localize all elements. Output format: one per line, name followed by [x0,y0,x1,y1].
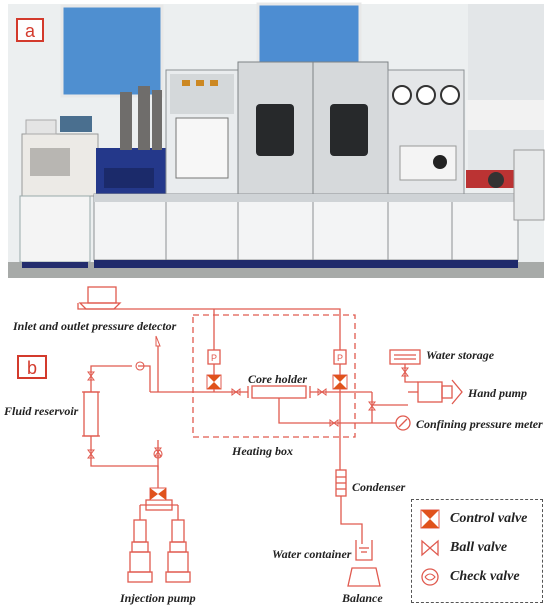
fluid-reservoir [83,391,99,437]
label-balance: Balance [342,591,383,605]
ball-valve-icon [329,419,339,427]
legend-item-check-valve: Check valve [420,566,520,588]
ball-valve-icon [317,388,327,396]
ball-valve-icon [87,449,95,459]
panel-label-a: a [16,18,44,42]
schematic [77,286,463,587]
lab-photo [8,2,545,278]
legend-label-check-valve: Check valve [450,569,520,584]
label-water-container: Water container [272,547,352,561]
label-condenser: Condenser [352,480,406,494]
check-valve-icon [135,361,145,371]
injection-pump [127,519,153,583]
control-valve-icon [149,487,167,501]
ball-valve-icon [87,371,95,381]
check-valve-icon [421,568,439,586]
water-container [355,540,373,561]
label-heating-box: Heating box [232,444,294,458]
legend-item-ball-valve: Ball valve [420,537,507,559]
water-storage [389,349,421,365]
legend: Control valve Ball valve Check valve [411,499,543,603]
ball-valve-icon [401,367,409,377]
label-confining-pressure-meter: Confining pressure meter [416,417,543,431]
panel-label-b: b [17,355,47,379]
label-core-holder: Core holder [248,372,308,386]
ball-valve-icon [231,388,241,396]
control-valve-icon [420,509,440,529]
confining-pressure-meter [395,415,411,431]
balance [347,567,381,587]
injection-pump [165,519,191,583]
ball-valve-icon [368,401,376,411]
base-cabinets [93,193,519,261]
label-pressure-detector: Inlet and outlet pressure detector [13,319,177,333]
legend-item-control-valve: Control valve [420,508,527,530]
window [258,4,360,68]
hand-pump [417,379,463,405]
ball-valve-icon [155,335,161,347]
ball-valve-icon [154,447,162,457]
label-water-storage: Water storage [426,348,495,362]
pressure-detector [78,286,122,310]
legend-label-ball-valve: Ball valve [450,540,508,555]
label-fluid-reservoir: Fluid reservoir [4,404,79,418]
control-valve-icon [206,374,222,390]
heating-box [192,314,356,438]
window [62,6,162,96]
pressure-gauge-label: P [211,353,217,363]
ball-valve-icon [421,539,439,557]
pressure-gauge-label: P [337,353,343,363]
control-valve-icon [332,374,348,390]
valves [87,335,409,501]
label-hand-pump: Hand pump [468,386,528,400]
check-valve-icon [153,449,163,459]
legend-label-control-valve: Control valve [450,511,528,526]
core-holder [251,385,307,399]
label-injection-pump: Injection pump [120,591,196,605]
